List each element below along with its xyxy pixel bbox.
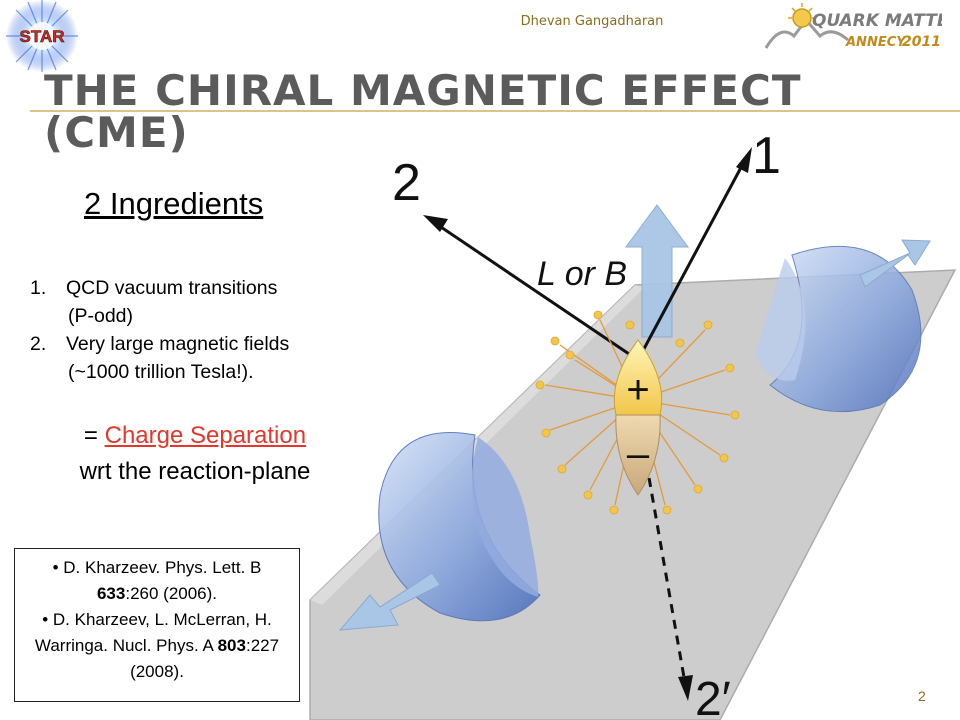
reference-text: D. Kharzeev. Phys. Lett. B [63, 558, 262, 577]
beam-arrow-lower [338, 572, 441, 631]
annecy-year: 2011 [902, 34, 941, 50]
result-prefix: = [83, 422, 105, 449]
ingredient-number: 1. [30, 277, 47, 299]
label-2: 2 [392, 154, 421, 212]
ingredient-text: QCD vacuum transitions [66, 277, 278, 299]
label-l-or-b: L or B [537, 255, 627, 293]
page-number: 2 [918, 688, 926, 704]
arrow-2 [434, 221, 639, 362]
plus-sign: + [626, 368, 649, 412]
ingredients-list: 1. QCD vacuum transitions (P-odd) 2. Ver… [30, 274, 370, 386]
star-logo-text: STAR [19, 27, 64, 46]
result-line-2: wrt the reaction-plane [79, 458, 311, 485]
ingredient-number: 2. [30, 333, 47, 355]
nucleus-upper [755, 245, 922, 413]
negative-region [615, 414, 661, 496]
title-divider [30, 110, 960, 112]
references-box: • D. Kharzeev. Phys. Lett. B 633:260 (20… [14, 548, 300, 702]
label-2prime: 2′ [695, 673, 731, 720]
result-statement: = Charge Separation wrt the reaction-pla… [30, 418, 360, 490]
reference-pages: :227 (2008). [130, 636, 280, 681]
ingredient-continuation: (P-odd) [68, 305, 134, 327]
arrow-2prime [636, 414, 687, 684]
beam-arrow-upper [859, 239, 931, 288]
reference-item: • D. Kharzeev. Phys. Lett. B 633:260 (20… [21, 555, 293, 607]
annecy-label: ANNECY [845, 35, 907, 50]
reference-text: D. Kharzeev, L. McLerran, H. Warringa. N… [34, 610, 272, 655]
nucleus-lower [378, 432, 541, 622]
l-or-b-arrow [625, 204, 689, 338]
reference-bullet: • [42, 610, 49, 629]
quark-matter-title: QUARK MATTER [812, 11, 942, 31]
reference-volume: 803 [217, 636, 246, 655]
slide-title: THE CHIRAL MAGNETIC EFFECT (CME) [44, 66, 802, 157]
arrow-1 [636, 159, 747, 361]
ingredients-heading: 2 Ingredients [84, 186, 264, 221]
charge-separation-highlight: Charge Separation [104, 422, 307, 449]
ingredient-item-2: 2. Very large magnetic fields [30, 330, 370, 358]
minus-sign: – [627, 432, 650, 476]
cme-diagram: + – 1 2 L or B 2′ [309, 127, 957, 720]
particle-stars [535, 310, 740, 515]
author-name: Dhevan Gangadharan [520, 14, 664, 29]
quark-matter-logo: QUARK MATTER ANNECY 2011 [764, 3, 942, 50]
label-1: 1 [752, 127, 781, 185]
reference-bullet: • [52, 558, 59, 577]
ingredient-text: Very large magnetic fields [66, 333, 290, 355]
ingredient-item-1: 1. QCD vacuum transitions [30, 274, 370, 302]
reference-pages: :260 (2006). [125, 584, 218, 603]
ingredient-continuation: (~1000 trillion Tesla!). [68, 361, 254, 383]
star-logo: STAR [6, 0, 78, 72]
reference-volume: 633 [96, 584, 126, 603]
reference-item: • D. Kharzeev, L. McLerran, H. Warringa.… [21, 607, 293, 685]
